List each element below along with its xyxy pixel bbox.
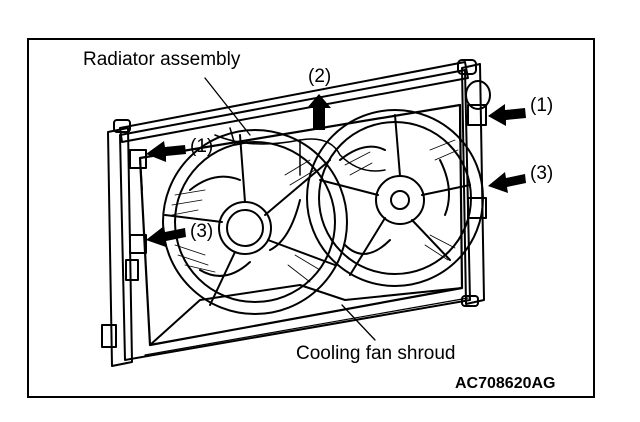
- figure-frame: [27, 38, 595, 398]
- callout-3-left-label: (3): [190, 221, 214, 242]
- right-fan-ring: [306, 109, 484, 287]
- arrow-3-left: [146, 226, 186, 247]
- arrow-1-left: [146, 141, 186, 162]
- callout-1-right-label: (1): [530, 95, 554, 116]
- arrow-3-right: [488, 172, 526, 193]
- radiator-left-tank: [107, 127, 133, 367]
- callout-3-right-label: (3): [530, 163, 554, 184]
- radiator-right-tank: [461, 63, 485, 305]
- wiring-harness: [214, 134, 386, 172]
- figure-code: AC708620AG: [455, 375, 556, 392]
- radiator-assembly-label: Radiator assembly: [83, 49, 241, 70]
- callout-2-label: (2): [308, 66, 332, 87]
- radiator-core: [119, 69, 471, 361]
- cooling-fan-shroud-label: Cooling fan shroud: [296, 343, 456, 364]
- callout-1-left-label: (1): [190, 136, 214, 157]
- right-fan-motor: [375, 175, 425, 225]
- leader-shroud: [341, 304, 376, 341]
- leader-radiator: [204, 77, 251, 136]
- arrow-2: [307, 94, 331, 130]
- radiator-top-tank: [119, 61, 469, 143]
- left-fan-ring: [162, 129, 348, 315]
- arrow-1-right: [488, 104, 526, 126]
